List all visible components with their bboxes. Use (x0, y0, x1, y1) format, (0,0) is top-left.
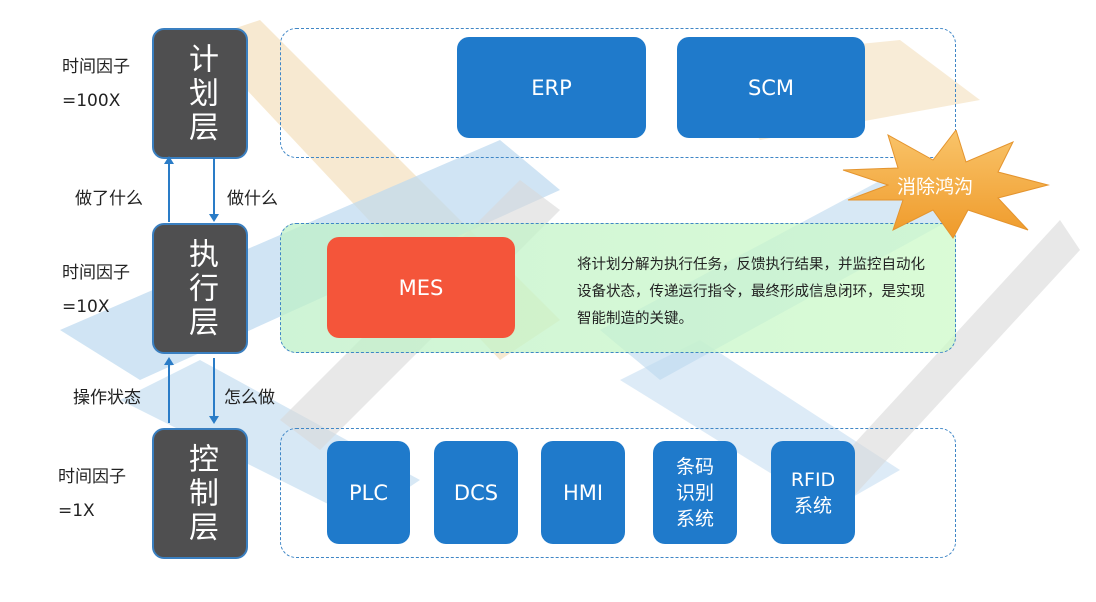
arrow-up-icon (164, 156, 174, 222)
time-value: =10X (62, 297, 110, 317)
box-line: 系统 (675, 507, 714, 530)
control-time-factor: 时间因子 =1X (58, 460, 126, 528)
time-label: 时间因子 (62, 263, 130, 283)
execution-layer: 执行层 (152, 223, 248, 354)
layer-name: 执行层 (183, 237, 218, 340)
instruction-label: 做什么 (227, 189, 278, 209)
scm-box: SCM (677, 37, 865, 138)
planning-layer: 计划层 (152, 28, 248, 159)
plc-box: PLC (327, 441, 410, 544)
dcs-box: DCS (434, 441, 518, 544)
box-line: 条码 (675, 455, 714, 478)
rfid-box: RFID 系统 (771, 441, 855, 544)
mes-box: MES (327, 237, 515, 338)
hmi-box: HMI (541, 441, 625, 544)
box-line: 系统 (793, 494, 832, 517)
planning-time-factor: 时间因子 =100X (62, 50, 130, 118)
layer-name: 计划层 (183, 42, 218, 145)
box-line: 识别 (675, 481, 714, 504)
control-layer: 控制层 (152, 428, 248, 559)
time-value: =100X (62, 91, 121, 111)
time-label: 时间因子 (58, 467, 126, 487)
time-value: =1X (58, 501, 95, 521)
status-label: 操作状态 (73, 388, 141, 408)
layer-name: 控制层 (183, 442, 218, 545)
mes-description: 将计划分解为执行任务，反馈执行结果，并监控自动化设备状态，传递运行指令，最终形成… (577, 257, 925, 327)
callout-text: 消除鸿沟 (897, 176, 974, 198)
time-label: 时间因子 (62, 57, 130, 77)
arrow-up-icon (164, 357, 174, 423)
barcode-box: 条码识别系统 (653, 441, 737, 544)
box-line: RFID (790, 468, 836, 491)
execution-time-factor: 时间因子 =10X (62, 256, 130, 324)
arrow-down-icon (209, 158, 219, 222)
arrow-down-icon (209, 358, 219, 424)
how-label: 怎么做 (224, 388, 275, 408)
feedback-label: 做了什么 (75, 189, 143, 209)
erp-box: ERP (457, 37, 646, 138)
